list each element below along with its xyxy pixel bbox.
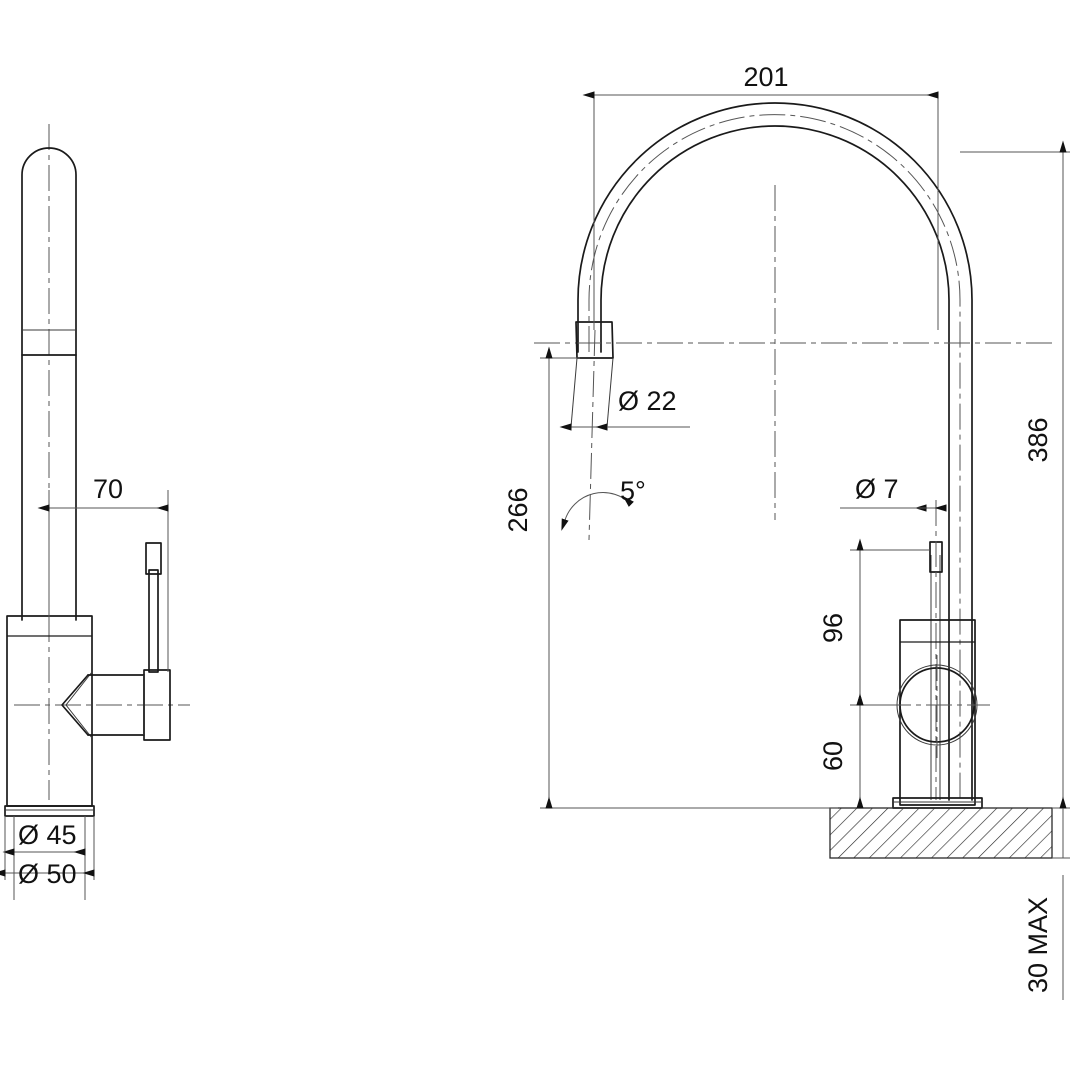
side-boss-nose xyxy=(61,674,89,736)
nozzle-centerline xyxy=(588,329,596,541)
dim30max-label: 30 MAX xyxy=(1023,897,1053,993)
dimension-201: 201 xyxy=(582,62,939,330)
spout-inner-profile xyxy=(600,125,950,801)
side-lever-stem xyxy=(148,569,159,673)
lever-assembly xyxy=(929,500,943,800)
dimension-dia45: Ø 45 xyxy=(2,816,86,900)
body-assembly xyxy=(885,619,990,809)
dimension-30max: 30 MAX xyxy=(1023,808,1070,1000)
side-view-group: 70 Ø 45 Ø 50 xyxy=(0,124,190,900)
dim45-label: Ø 45 xyxy=(18,820,77,850)
angle5-label: 5° xyxy=(620,476,646,506)
front-view-group: Ø 22 5° xyxy=(503,62,1070,1000)
dimension-96: 96 xyxy=(818,538,930,706)
countertop-section xyxy=(829,807,1053,859)
dim22-label: Ø 22 xyxy=(618,386,677,416)
dim96-label: 96 xyxy=(818,613,848,643)
dimension-70: 70 xyxy=(37,474,169,672)
dimension-angle-5: 5° xyxy=(561,476,646,531)
dim50-label: Ø 50 xyxy=(18,859,77,889)
angle5-arc xyxy=(561,492,634,531)
side-lever-knob xyxy=(145,542,162,575)
countertop-hatch xyxy=(829,807,1053,859)
dim60-label: 60 xyxy=(818,741,848,771)
outlet-nozzle xyxy=(570,321,614,541)
dim7-label: Ø 7 xyxy=(855,474,899,504)
nozzle-right-edge xyxy=(606,357,614,428)
side-spout-tube xyxy=(21,147,77,621)
dimension-386: 386 xyxy=(960,140,1070,809)
dimension-dia50: Ø 50 xyxy=(0,816,95,889)
dimension-dia22: Ø 22 xyxy=(559,386,690,431)
dimension-266: 266 xyxy=(503,346,838,809)
side-base-flange xyxy=(4,805,95,817)
dim266-label: 266 xyxy=(503,487,533,532)
nozzle-left-edge xyxy=(570,357,578,428)
side-boss-nose-inner xyxy=(65,671,93,739)
spout-outer-profile xyxy=(577,102,973,801)
dim201-label: 201 xyxy=(743,62,788,92)
base-flange xyxy=(892,797,983,809)
dim70-label: 70 xyxy=(93,474,123,504)
dimension-dia7: Ø 7 xyxy=(840,474,947,512)
dim386-label: 386 xyxy=(1023,417,1053,462)
dimension-60: 60 xyxy=(818,693,864,809)
spout-axis-centerline xyxy=(588,114,961,800)
